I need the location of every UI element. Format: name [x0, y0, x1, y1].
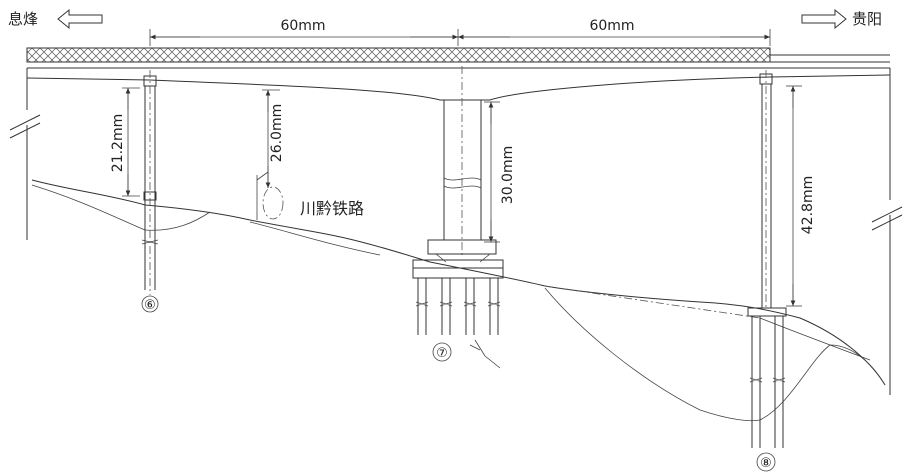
pier-6-number: ⑥	[144, 298, 156, 313]
railway: 26.0mm 川黔铁路	[256, 89, 364, 220]
right-abutment	[871, 68, 903, 395]
pier-7-height-label: 30.0mm	[500, 146, 516, 204]
span-label-left: 60mm	[280, 18, 325, 34]
bridge-deck	[26, 47, 891, 101]
ground-profile	[31, 179, 886, 422]
pier-7: ⑦ 30.0mm	[412, 66, 516, 362]
pier-6: ⑥ 21.2mm	[110, 70, 159, 313]
railway-label: 川黔铁路	[300, 199, 364, 218]
pier-7-piles	[415, 278, 501, 335]
arrow-right-icon	[801, 8, 847, 30]
pier-6-badge	[141, 295, 159, 313]
railway-clearance-label: 26.0mm	[269, 104, 285, 162]
pier-7-badge	[432, 342, 452, 362]
direction-right: 贵阳	[801, 8, 882, 30]
direction-left-label: 息烽	[8, 10, 38, 28]
railway-train-outline-icon	[262, 186, 284, 220]
left-abutment	[9, 68, 41, 240]
direction-right-label: 贵阳	[852, 10, 882, 28]
pier-6-height-label: 21.2mm	[110, 114, 126, 172]
pier-7-number: ⑦	[436, 346, 448, 361]
pier-8-height-label: 42.8mm	[800, 176, 816, 234]
pier-8-badge	[756, 452, 776, 472]
span-label-right: 60mm	[589, 18, 634, 34]
pier-8-number: ⑧	[760, 456, 772, 471]
arrow-left-icon	[57, 8, 103, 30]
direction-left: 息烽	[8, 8, 103, 30]
pier-8: ⑧ 42.8mm	[747, 70, 816, 472]
span-dimension-line: 60mm 60mm	[149, 18, 771, 46]
